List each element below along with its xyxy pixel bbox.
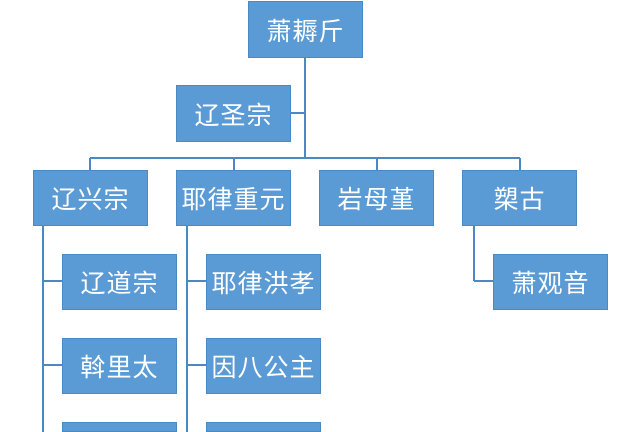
node-child-1: 辽兴宗 bbox=[33, 170, 148, 226]
node-grandchild-1-2: 斡里太 bbox=[62, 338, 177, 394]
node-grandchild-1-1: 辽道宗 bbox=[62, 254, 177, 310]
node-grandchild-1-3 bbox=[62, 422, 177, 432]
node-child-4: 槊古 bbox=[462, 170, 577, 226]
node-grandchild-2-3 bbox=[206, 422, 321, 432]
node-grandchild-4-1: 萧观音 bbox=[493, 254, 608, 310]
node-child-2: 耶律重元 bbox=[176, 170, 291, 226]
node-grandchild-2-1: 耶律洪孝 bbox=[206, 254, 321, 310]
node-child-3: 岩母堇 bbox=[319, 170, 434, 226]
node-assistant: 辽圣宗 bbox=[176, 85, 291, 142]
node-grandchild-2-2: 因八公主 bbox=[206, 338, 321, 394]
node-root: 萧耨斤 bbox=[248, 1, 363, 58]
